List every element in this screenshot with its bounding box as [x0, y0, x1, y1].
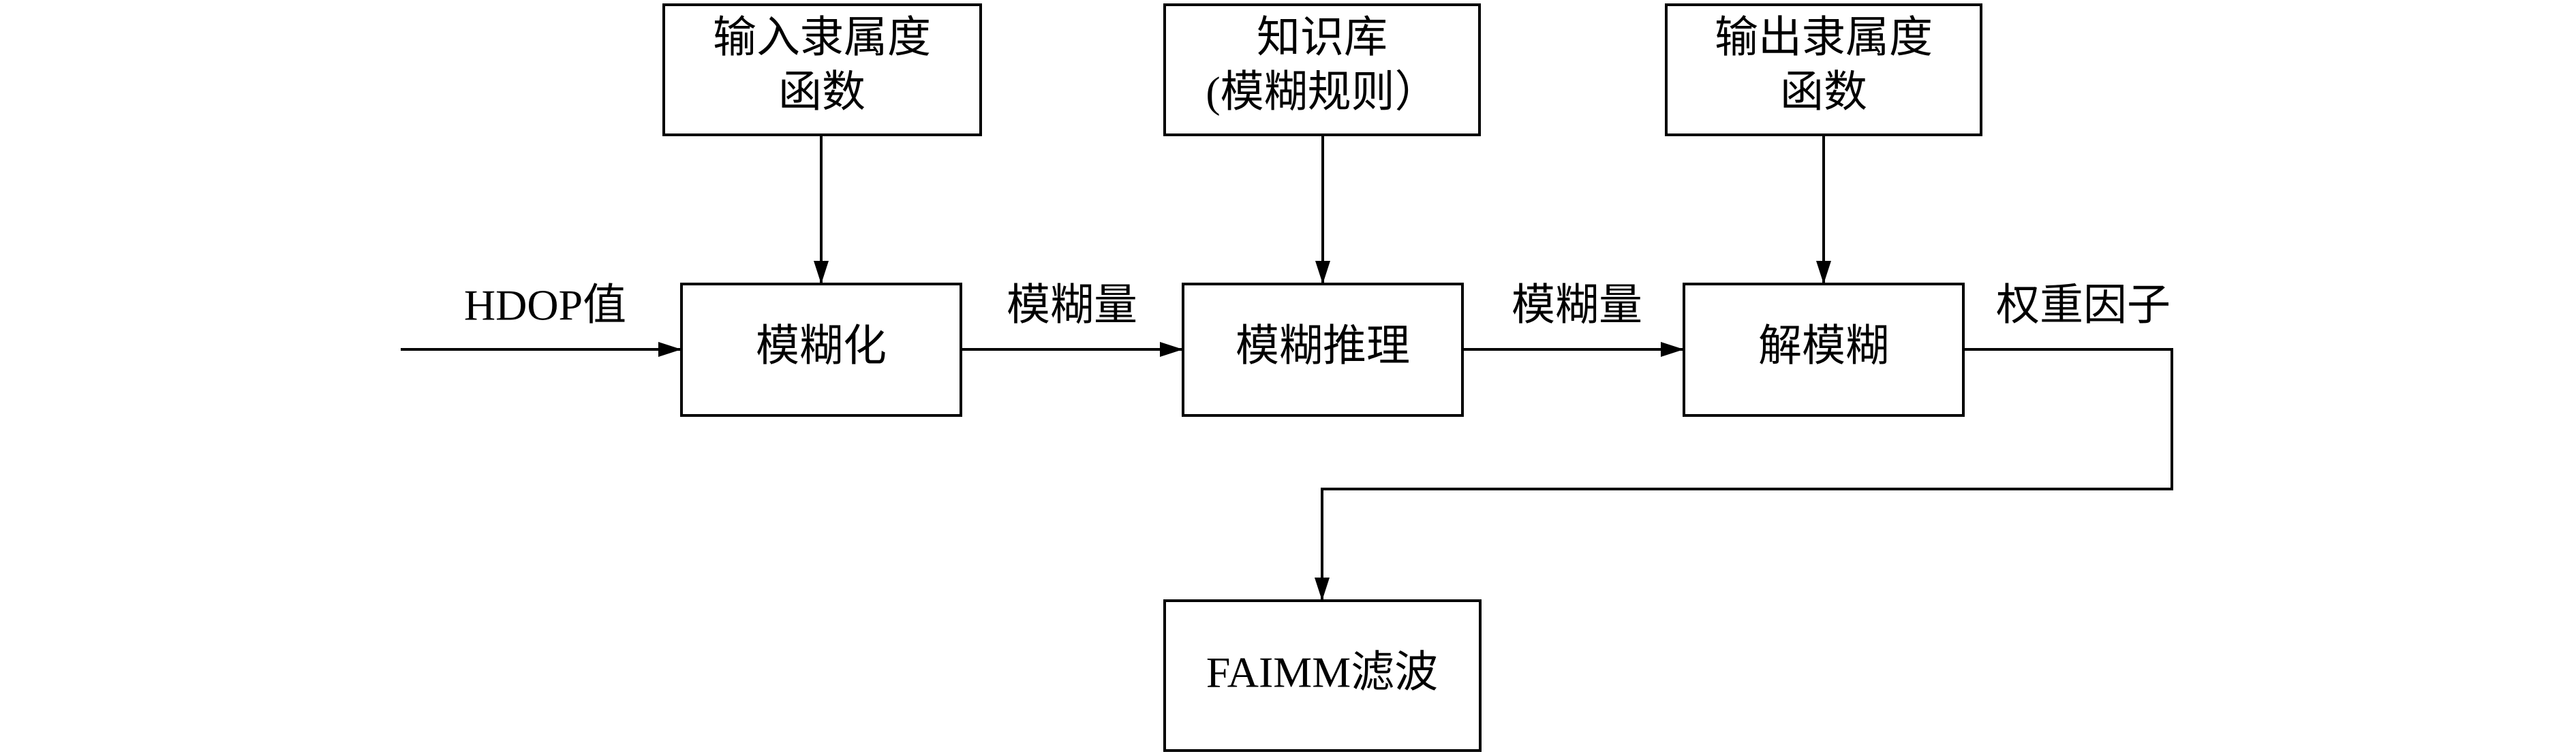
fuzzify-box	[680, 283, 962, 417]
output-membership-label-line1: 输出隶属度	[1715, 14, 1933, 62]
edge-label-input: HDOP值	[464, 281, 626, 330]
knowledge-base-block: 知识库 (模糊规则）	[1163, 3, 1481, 136]
input-membership-label-line1: 输入隶属度	[713, 14, 931, 62]
knowledge-base-label-line2: (模糊规则）	[1206, 68, 1438, 116]
fuzzify-label: 模糊化	[756, 322, 887, 371]
input-membership-label-line2: 函数	[778, 68, 865, 116]
inference-block: 模糊推理	[1182, 283, 1464, 417]
knowledge-base-box	[1163, 3, 1481, 136]
arrow-defuzzify-to-filter	[1315, 348, 2173, 601]
filter-block: FAIMM滤波	[1163, 599, 1482, 752]
inference-label: 模糊推理	[1236, 322, 1410, 371]
knowledge-base-label-line1: 知识库	[1257, 14, 1387, 62]
edge-label-fuzzy-quantity-1: 模糊量	[1007, 281, 1137, 330]
defuzzify-label: 解模糊	[1758, 322, 1889, 371]
output-membership-label-line2: 函数	[1780, 68, 1867, 116]
inference-box	[1182, 283, 1464, 417]
filter-box	[1163, 599, 1482, 752]
output-membership-box	[1665, 3, 1982, 136]
edge-label-output: 权重因子	[1996, 281, 2171, 330]
input-membership-block: 输入隶属度 函数	[662, 3, 982, 136]
fuzzify-block: 模糊化	[680, 283, 962, 417]
input-membership-box	[662, 3, 982, 136]
output-membership-block: 输出隶属度 函数	[1665, 3, 1982, 136]
filter-label: FAIMM滤波	[1206, 648, 1438, 697]
edge-label-fuzzy-quantity-2: 模糊量	[1512, 281, 1642, 330]
defuzzify-block: 解模糊	[1683, 283, 1965, 417]
